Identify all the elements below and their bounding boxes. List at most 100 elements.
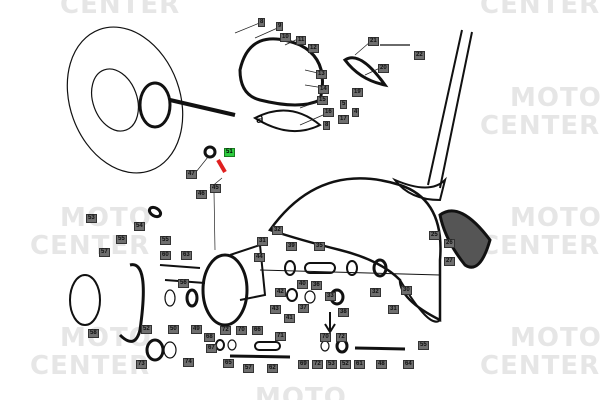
- fork-bracket: [391, 176, 447, 202]
- part-callout[interactable]: 63: [181, 251, 192, 260]
- part-callout[interactable]: 10: [280, 33, 291, 42]
- part-callout[interactable]: 25: [429, 231, 440, 240]
- part-callout[interactable]: 31: [257, 237, 268, 246]
- watermark: CENTER: [60, 0, 181, 20]
- part-callout[interactable]: 16: [323, 108, 334, 117]
- part-callout[interactable]: 46: [196, 190, 207, 199]
- axle-bottom-right: [354, 346, 406, 351]
- part-callout[interactable]: 17: [338, 115, 349, 124]
- part-callout[interactable]: 72: [336, 333, 347, 342]
- axle: [169, 98, 236, 117]
- part-callout[interactable]: 65: [223, 359, 234, 368]
- part-callout[interactable]: 13: [316, 70, 327, 79]
- part-callout[interactable]: 22: [414, 51, 425, 60]
- part-callout[interactable]: 56: [178, 279, 189, 288]
- part-callout[interactable]: 53: [326, 360, 337, 369]
- part-callout[interactable]: 37: [298, 304, 309, 313]
- part-callout[interactable]: 47: [186, 170, 197, 179]
- part-callout[interactable]: 69: [298, 360, 309, 369]
- spacer: [304, 262, 336, 274]
- part-callout[interactable]: 31: [388, 305, 399, 314]
- part-callout[interactable]: 72: [220, 326, 231, 335]
- part-callout[interactable]: 50: [168, 325, 179, 334]
- bearing: [138, 81, 172, 129]
- detail-letter: a: [256, 110, 264, 126]
- part-callout[interactable]: 72: [312, 360, 323, 369]
- part-callout[interactable]: 55: [116, 235, 127, 244]
- part-callout[interactable]: 62: [267, 364, 278, 373]
- part-callout[interactable]: 73: [136, 360, 147, 369]
- part-callout[interactable]: 40: [297, 280, 308, 289]
- watermark: CENTER: [30, 231, 151, 261]
- part-callout[interactable]: 57: [243, 364, 254, 373]
- part-callout[interactable]: 74: [183, 358, 194, 367]
- part-callout[interactable]: 52: [141, 325, 152, 334]
- part-callout[interactable]: 54: [134, 222, 145, 231]
- part-callout[interactable]: 21: [368, 37, 379, 46]
- part-callout[interactable]: 27: [444, 257, 455, 266]
- fork-tube: [427, 29, 473, 189]
- part-callout[interactable]: 4: [352, 108, 360, 117]
- part-callout[interactable]: 38: [338, 308, 349, 317]
- part-callout[interactable]: 19: [352, 88, 363, 97]
- part-callout[interactable]: 41: [284, 314, 295, 323]
- part-callout[interactable]: 66: [252, 326, 263, 335]
- part-callout[interactable]: 68: [204, 333, 215, 342]
- part-callout[interactable]: 33: [325, 292, 336, 301]
- fender: [267, 177, 442, 323]
- part-callout[interactable]: 67: [206, 344, 217, 353]
- part-callout[interactable]: 32: [272, 226, 283, 235]
- watermark: CENTER: [30, 351, 151, 381]
- part-callout[interactable]: 49: [191, 325, 202, 334]
- part-callout[interactable]: 20: [378, 64, 389, 73]
- part-callout[interactable]: 8: [258, 18, 266, 27]
- part-callout[interactable]: 48: [376, 360, 387, 369]
- highlighted-callout[interactable]: 51: [224, 148, 235, 157]
- brake-plate-right: [201, 253, 249, 327]
- part-callout[interactable]: 14: [318, 85, 329, 94]
- part-callout[interactable]: 9: [276, 22, 284, 31]
- watermark: CENTER: [480, 0, 600, 20]
- part-callout[interactable]: 58: [88, 329, 99, 338]
- part-callout[interactable]: 12: [308, 44, 319, 53]
- watermark: CENTER: [480, 351, 600, 381]
- part-callout[interactable]: 70: [236, 326, 247, 335]
- part-callout[interactable]: 71: [275, 332, 286, 341]
- part-callout[interactable]: 53: [86, 214, 97, 223]
- watermark: MOTO: [510, 323, 600, 353]
- part-callout[interactable]: 43: [270, 305, 281, 314]
- axle-bottom: [229, 354, 291, 359]
- part-callout[interactable]: 64: [403, 360, 414, 369]
- part-callout[interactable]: 52: [340, 360, 351, 369]
- part-callout[interactable]: 60: [160, 251, 171, 260]
- watermark: CENTER: [480, 111, 600, 141]
- watermark: MOTO: [255, 383, 347, 400]
- part-callout[interactable]: 15: [317, 96, 328, 105]
- watermark: MOTO: [510, 83, 600, 113]
- part-callout[interactable]: 55: [160, 236, 171, 245]
- part-callout[interactable]: 55: [418, 341, 429, 350]
- part-callout[interactable]: 36: [311, 281, 322, 290]
- watermark: CENTER: [480, 231, 600, 261]
- part-callout[interactable]: 61: [354, 360, 365, 369]
- brake-drum: [66, 26, 184, 174]
- part-callout[interactable]: 30: [401, 286, 412, 295]
- part-callout[interactable]: 5: [340, 100, 348, 109]
- clamp: [342, 56, 389, 88]
- highlighted-part: [216, 158, 227, 174]
- part-callout[interactable]: 35: [314, 242, 325, 251]
- part-callout[interactable]: 8: [323, 121, 331, 130]
- part-callout[interactable]: 44: [254, 253, 265, 262]
- hub-ring: [91, 68, 139, 132]
- brake-plate: [69, 274, 101, 326]
- part-callout[interactable]: 32: [370, 288, 381, 297]
- arrow-icon: [324, 312, 336, 334]
- part-callout[interactable]: 45: [210, 184, 221, 193]
- part-callout[interactable]: 11: [296, 36, 307, 45]
- part-callout[interactable]: 57: [99, 248, 110, 257]
- part-callout[interactable]: 39: [286, 242, 297, 251]
- part-callout[interactable]: 70: [320, 333, 331, 342]
- part-callout[interactable]: 42: [275, 288, 286, 297]
- part-callout[interactable]: 26: [444, 239, 455, 248]
